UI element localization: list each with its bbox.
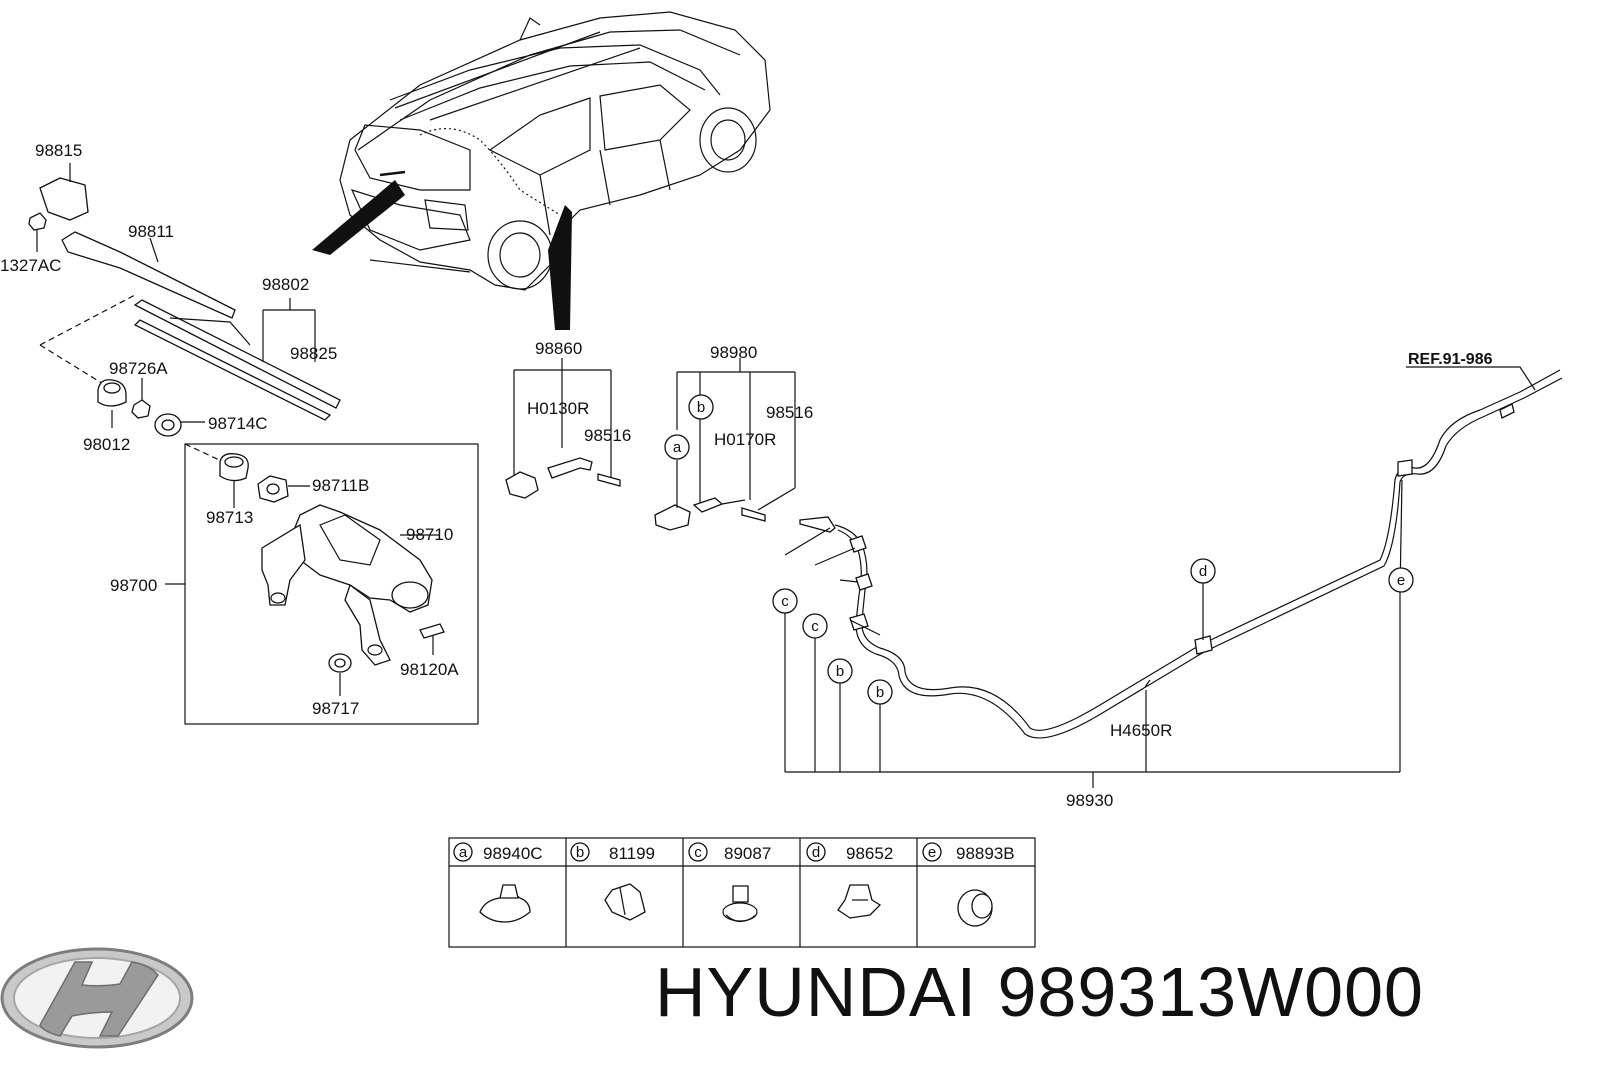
label-98726A: 98726A <box>109 359 168 378</box>
svg-text:b: b <box>697 399 705 416</box>
wiper-blade-98825 <box>133 299 341 409</box>
svg-text:e: e <box>1397 572 1405 589</box>
svg-text:b: b <box>836 663 844 680</box>
svg-text:89087: 89087 <box>724 844 771 863</box>
label-H4650R: H4650R <box>1110 721 1172 740</box>
label-98713: 98713 <box>206 508 253 527</box>
callout-circle-a: a <box>664 434 690 460</box>
svg-text:c: c <box>781 593 789 610</box>
label-H0130R: H0130R <box>527 399 589 418</box>
wiper-arm-group <box>28 163 341 437</box>
svg-text:98940C: 98940C <box>483 844 543 863</box>
label-98012: 98012 <box>83 435 130 454</box>
label-98930: 98930 <box>1066 791 1113 810</box>
svg-text:a: a <box>673 439 682 456</box>
washer-hoses <box>505 358 836 533</box>
callout-circle-b-top: b <box>688 394 714 420</box>
label-98811: 98811 <box>128 222 174 241</box>
svg-text:d: d <box>1199 563 1207 580</box>
legend-cell-a: a 98940C <box>453 842 543 923</box>
svg-text:a: a <box>459 844 468 861</box>
label-H0170R: H0170R <box>714 430 776 449</box>
label-98711B: 98711B <box>312 476 369 495</box>
callout-circle-b2: b <box>867 679 893 705</box>
pointer-wedge-wiper <box>312 180 405 255</box>
motor-assembly <box>165 443 445 696</box>
label-98860: 98860 <box>535 339 582 358</box>
svg-text:81199: 81199 <box>609 844 655 863</box>
nut-1327AC <box>28 212 47 231</box>
hyundai-logo <box>0 947 194 1049</box>
legend-cell-e: e 98893B <box>922 842 1015 927</box>
nut-98726A <box>131 399 151 419</box>
svg-text:98652: 98652 <box>846 844 893 863</box>
long-hose-H4650R <box>834 369 1563 739</box>
svg-text:98893B: 98893B <box>956 844 1015 863</box>
legend-cell-c: c 89087 <box>688 842 771 923</box>
label-98815: 98815 <box>35 141 82 160</box>
callout-circle-e: e <box>1388 567 1414 593</box>
legend-cell-b: b 81199 <box>570 842 655 921</box>
callout-circle-d: d <box>1190 558 1216 584</box>
vehicle-illustration <box>339 11 771 291</box>
svg-text:b: b <box>876 684 884 701</box>
svg-text:e: e <box>928 844 936 861</box>
label-98717: 98717 <box>312 699 359 718</box>
label-ref-91-986: REF.91-986 <box>1408 351 1493 368</box>
label-98980: 98980 <box>710 343 757 362</box>
label-98714C: 98714C <box>208 414 268 433</box>
label-98700: 98700 <box>110 576 157 595</box>
wiper-cap-98815 <box>39 177 89 221</box>
label-98802: 98802 <box>262 275 309 294</box>
callout-circle-c1: c <box>772 588 798 614</box>
brand-part-title: HYUNDAI 989313W000 <box>655 953 1424 1031</box>
wiper-motor-98710 <box>289 504 433 613</box>
svg-text:c: c <box>694 844 702 861</box>
label-98825: 98825 <box>290 344 337 363</box>
callout-circle-b1: b <box>827 658 853 684</box>
washer-nozzle <box>505 471 539 499</box>
label-98120A: 98120A <box>400 660 459 679</box>
legend-table: a 98940C b 81199 c 89087 d 98652 <box>448 837 1036 948</box>
wiper-arm-98811 <box>61 231 236 319</box>
legend-cell-d: d 98652 <box>806 842 893 919</box>
svg-text:d: d <box>812 844 820 861</box>
svg-text:c: c <box>811 618 819 635</box>
callout-circle-c2: c <box>802 613 828 639</box>
callout-leaders <box>784 366 1536 788</box>
svg-text:b: b <box>576 844 584 861</box>
label-98516-b: 98516 <box>766 403 813 422</box>
pointer-wedge-washer <box>548 205 572 330</box>
label-98710: 98710 <box>406 525 453 544</box>
label-98516-a: 98516 <box>584 426 631 445</box>
label-1327AC: 1327AC <box>0 256 61 275</box>
